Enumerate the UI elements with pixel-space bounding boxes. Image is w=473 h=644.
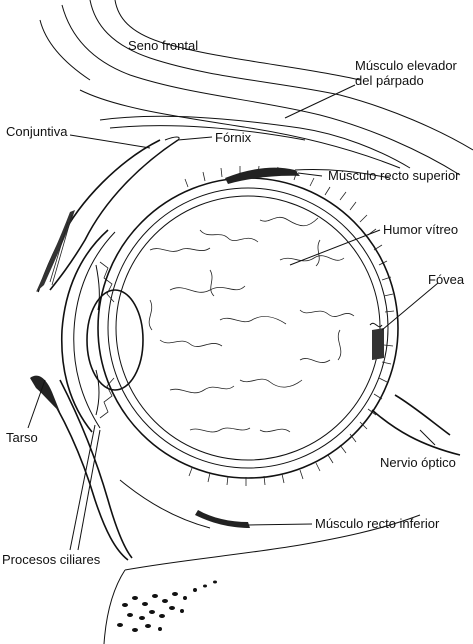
label-humor-vitreo: Humor vítreo — [383, 222, 459, 237]
leader-lines — [27, 84, 439, 526]
cornea — [60, 229, 116, 433]
upper-tarsus — [36, 210, 75, 292]
inferior-rectus — [119, 479, 250, 529]
label-musculo-elevador: Músculo elevador del párpado — [355, 58, 457, 88]
maxilla-dots — [117, 580, 217, 632]
label-nervio-optico: Nervio óptico — [380, 455, 456, 470]
label-fornix: Fórnix — [215, 130, 252, 145]
label-conjuntiva: Conjuntiva — [6, 124, 68, 139]
ciliary-processes — [69, 424, 101, 551]
label-tarso: Tarso — [6, 430, 38, 445]
label-procesos-ciliares: Procesos ciliares — [2, 552, 101, 567]
orbital-floor — [103, 514, 421, 644]
fovea-mark — [369, 322, 384, 360]
label-fovea: Fóvea — [428, 272, 465, 287]
frontal-sinus-lines — [39, 0, 473, 176]
upper-eyelid — [37, 136, 180, 293]
vitreous-texture — [148, 216, 355, 433]
levator-muscle — [99, 115, 411, 169]
optic-nerve — [371, 394, 461, 456]
lens — [86, 289, 144, 391]
superior-rectus — [225, 167, 391, 184]
label-seno-frontal: Seno frontal — [128, 38, 199, 53]
iris-ciliary — [95, 261, 115, 419]
label-recto-superior: Músculo recto superior — [328, 168, 460, 183]
lower-tarsus — [30, 375, 60, 412]
eyeball — [97, 165, 399, 486]
label-recto-inferior: Músculo recto inferior — [315, 516, 440, 531]
